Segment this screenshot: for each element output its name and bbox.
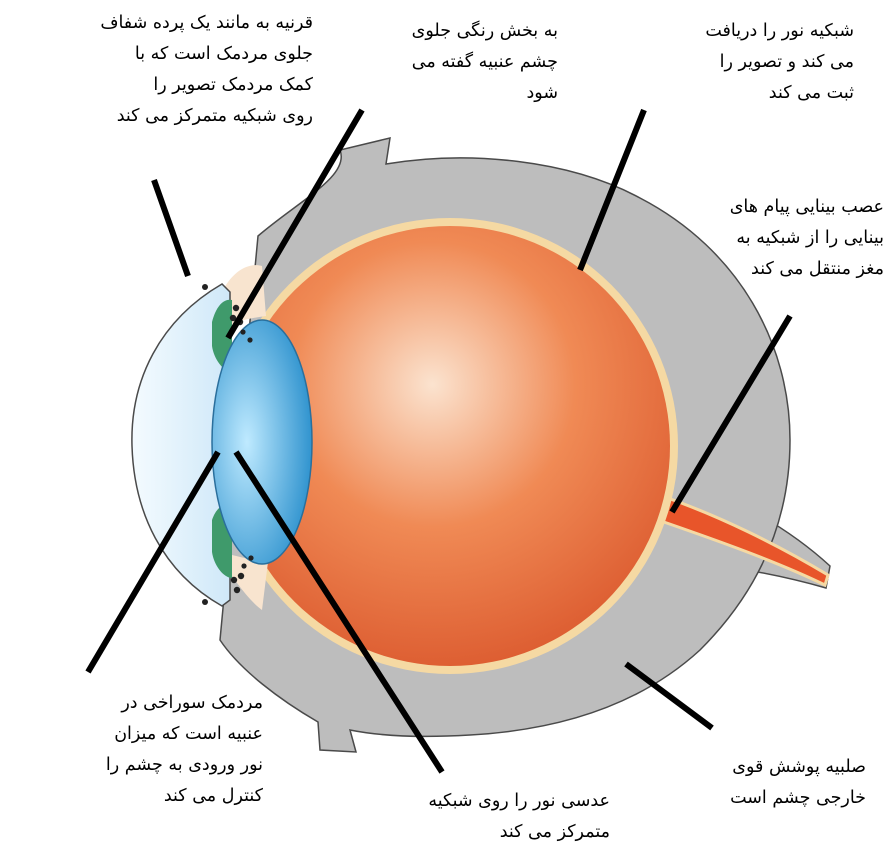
label-line: عدسی نور را روی شبکیه bbox=[428, 786, 610, 817]
label-cornea: قرنیه به مانند یک پرده شفاف جلوی مردمک ا… bbox=[100, 8, 313, 132]
label-line: ثبت می کند bbox=[705, 78, 854, 109]
label-line: عنبیه است که میزان bbox=[106, 719, 263, 750]
label-iris: به بخش رنگی جلوی چشم عنبیه گفته می شود bbox=[412, 16, 558, 109]
label-line: صلبیه پوشش قوی bbox=[730, 752, 866, 783]
label-line: خارجی چشم است bbox=[730, 783, 866, 814]
label-line: چشم عنبیه گفته می bbox=[412, 47, 558, 78]
label-line: شبکیه نور را دریافت bbox=[705, 16, 854, 47]
label-line: روی شبکیه متمرکز می کند bbox=[100, 101, 313, 132]
leader-cornea bbox=[154, 180, 188, 276]
label-line: کنترل می کند bbox=[106, 781, 263, 812]
label-line: عصب بینایی پیام های bbox=[730, 192, 884, 223]
label-line: می کند و تصویر را bbox=[705, 47, 854, 78]
label-line: کمک مردمک تصویر را bbox=[100, 70, 313, 101]
label-line: متمرکز می کند bbox=[428, 817, 610, 848]
label-line: بینایی را از شبکیه به bbox=[730, 223, 884, 254]
label-line: نور ورودی به چشم را bbox=[106, 750, 263, 781]
label-optic-nerve: عصب بینایی پیام های بینایی را از شبکیه ب… bbox=[730, 192, 884, 285]
label-line: شود bbox=[412, 78, 558, 109]
label-retina: شبکیه نور را دریافت می کند و تصویر را ثب… bbox=[705, 16, 854, 109]
label-lens: عدسی نور را روی شبکیه متمرکز می کند bbox=[428, 786, 610, 848]
lens bbox=[212, 320, 312, 564]
label-line: قرنیه به مانند یک پرده شفاف bbox=[100, 8, 313, 39]
label-line: به بخش رنگی جلوی bbox=[412, 16, 558, 47]
label-line: مردمک سوراخی در bbox=[106, 688, 263, 719]
label-sclera: صلبیه پوشش قوی خارجی چشم است bbox=[730, 752, 866, 814]
label-line: مغز منتقل می کند bbox=[730, 254, 884, 285]
label-pupil: مردمک سوراخی در عنبیه است که میزان نور و… bbox=[106, 688, 263, 812]
label-line: جلوی مردمک است که با bbox=[100, 39, 313, 70]
